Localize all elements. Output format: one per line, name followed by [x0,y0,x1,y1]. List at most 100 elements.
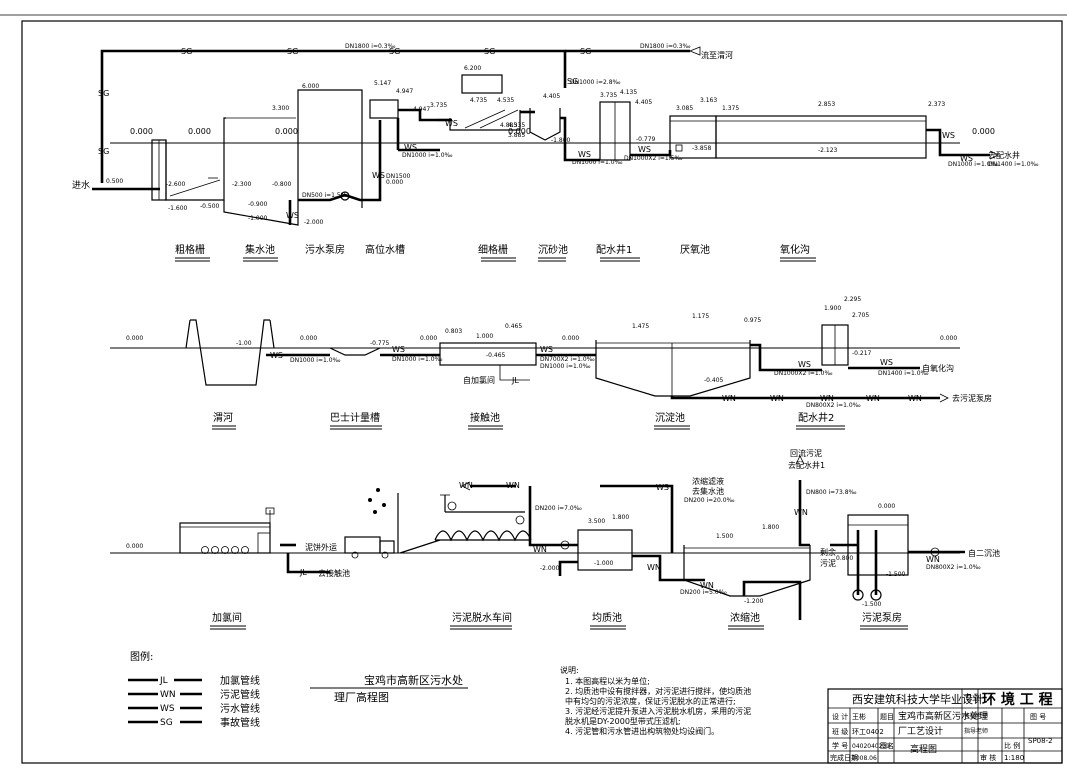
caption-grit-chamber: 沉砂池 [538,243,568,256]
elevation-label: 2.853 [818,101,835,108]
elevation-label: 1.175 [692,313,709,320]
ws-label: WS [540,345,553,354]
elevation-label: 6.000 [302,83,319,90]
elevation-label: 3.085 [676,105,693,112]
elevation-label: 3.735 [430,102,447,109]
wn-label: WN [794,508,808,517]
elevation-label: -1.00 [236,340,252,347]
legend-name: 事故管线 [220,716,260,729]
tb-dept: 环 境 工 程 [982,691,1053,708]
caption-thickener: 浓缩池 [730,611,760,624]
dn-i-label: DN1500 [386,173,411,180]
elevation-label: -1.800 [551,137,571,144]
dn-b-label: DN200 i=20.0‰ [684,497,735,504]
elevation-label: 2.373 [928,101,945,108]
drawing-border [21,20,1063,764]
caption-dist-well-1: 配水井1 [596,243,632,256]
dn-g-label: DN800X2 i=1.0‰ [806,402,861,409]
elevation-label: 0.000 [508,127,531,136]
jl-label: JL [511,376,519,385]
add-chlorine-label: 自加氯间 [463,375,495,385]
row1-captions: 粗格栅 集水池 污水泵房 高位水槽 细格栅 沉砂池 配水井1 厌氧池 氧化沟 [175,243,816,262]
drawing-title: 宝鸡市高新区污水处 理厂高程图 [310,673,468,704]
caption-sludge-pump: 污泥泵房 [862,611,902,624]
caption-fine-screen: 细格栅 [478,243,508,256]
tb-school: 西安建筑科技大学毕业设计 [852,692,984,706]
tb-drawing-name: 高程图 [910,743,937,755]
dn-a-label: DN1000 i=1.0‰ [402,152,453,159]
note-line: 1. 本图高程以米为单位; [565,676,650,686]
elevation-label: -1.500 [862,601,882,608]
tb-cell: 环工0402 [852,728,884,736]
from-second-label: 自二沉池 [968,548,1000,558]
row3-captions: 加氯间 污泥脱水车间 均质池 浓缩池 污泥泵房 [210,611,908,630]
sg-label: SG [484,47,495,56]
elevation-label: -2.300 [232,181,252,188]
surplus-label: 剩余 [820,547,836,557]
elevation-label: 3.500 [588,518,605,525]
return-sludge-label: 回流污泥 [790,448,822,458]
elevation-label: 0.000 [126,543,143,550]
tb-cell: 审 核 [980,753,996,762]
dn-f-label: DN1000 i=1.0‰ [948,161,999,168]
filtrate-label: 浓缩滤液 [692,476,724,486]
ws-label: WS [638,145,651,154]
elevation-label: 3.885 [508,132,525,139]
elevation-label: -0.775 [370,340,390,347]
elevation-label: 4.947 [396,88,413,95]
legend-name: 加氯管线 [220,674,260,687]
dn-g-label: DN1400 i=1.0‰ [988,161,1039,168]
notes-title: 说明: [560,665,579,675]
tb-project: 宝鸡市高新区污水处理 [898,710,988,722]
elevation-label: 4.335 [508,122,525,129]
elevation-label: 2.295 [844,296,861,303]
elevation-label: 1.900 [824,305,841,312]
caption-homogenization: 均质池 [592,611,622,624]
ws-label: WS [270,351,283,360]
wn-label: WN [820,394,834,403]
elevation-label: -0.800 [272,181,292,188]
elevation-label: -0.900 [248,201,268,208]
elevation-label: 4.135 [620,89,637,96]
title-block: 西安建筑科技大学毕业设计 专业 环 境 工 程 设 计 王彬 题目 宝鸡市高新区… [827,688,1063,764]
elevation-label: 0.000 [878,503,895,510]
elevation-label: 4.405 [543,93,560,100]
to-sludge-pump-label: 去污泥泵房 [952,393,992,403]
elevation-label: 1.800 [762,524,779,531]
dn-main-label: DN1800 i=0.3‰ [640,43,691,50]
caption-oxidation-ditch: 氧化沟 [780,243,810,256]
elevation-label: 0.000 [972,127,995,136]
wn-label: WN [700,581,714,590]
jl-label: JL [299,568,307,577]
elevation-label: 1.375 [722,105,739,112]
sg-label: SG [567,77,578,86]
tb-cell: 图 号 [1030,713,1046,721]
elevation-label: 0.000 [130,127,153,136]
elevation-label: -0.217 [852,350,872,357]
note-line: 2. 均质池中设有搅拌器，对污泥进行搅拌，使均质池 [565,686,751,696]
dn-f-label: DN1400 i=1.0‰ [878,370,929,377]
row3-process: 0.000 JL 去接触池 泥饼外运 WN WN [110,448,1000,630]
notes: 说明: 1. 本图高程以米为单位; 2. 均质池中设有搅拌器，对污泥进行搅拌，使… [560,665,751,736]
dn-h-label: DN1000X2 i=1.5‰ [624,155,683,162]
tb-cell: 班 级 [832,727,848,736]
tb-fig-no: SP08-2 [1028,737,1053,745]
to-distribution-label: 去配水井 [988,150,1020,160]
tb-cell: 比 例 [1004,741,1020,750]
tb-cell: 题目 [880,713,894,721]
elevation-label: -0.500 [200,203,220,210]
elevation-label: 0.000 [126,335,143,342]
elevation-label: 0.000 [562,335,579,342]
elevation-label: 5.147 [374,80,391,87]
caption-contact: 接触池 [470,411,500,424]
elevation-label: 4.947 [413,106,430,113]
elevation-label: 4.405 [635,99,652,106]
drawing-title-line1: 宝鸡市高新区污水处 [364,673,463,687]
elevation-label: 0.803 [445,328,462,335]
tb-project: 厂工艺设计 [898,725,943,737]
legend: 图例: JL 加氯管线 WN 污泥管线 WS 污水管线 SG 事故管线 [128,650,260,729]
inlet-label: 进水 [72,179,90,191]
tb-cell: 学 号 [832,741,848,750]
elevation-label: 0.000 [940,335,957,342]
elevation-label: 0.500 [106,178,123,185]
